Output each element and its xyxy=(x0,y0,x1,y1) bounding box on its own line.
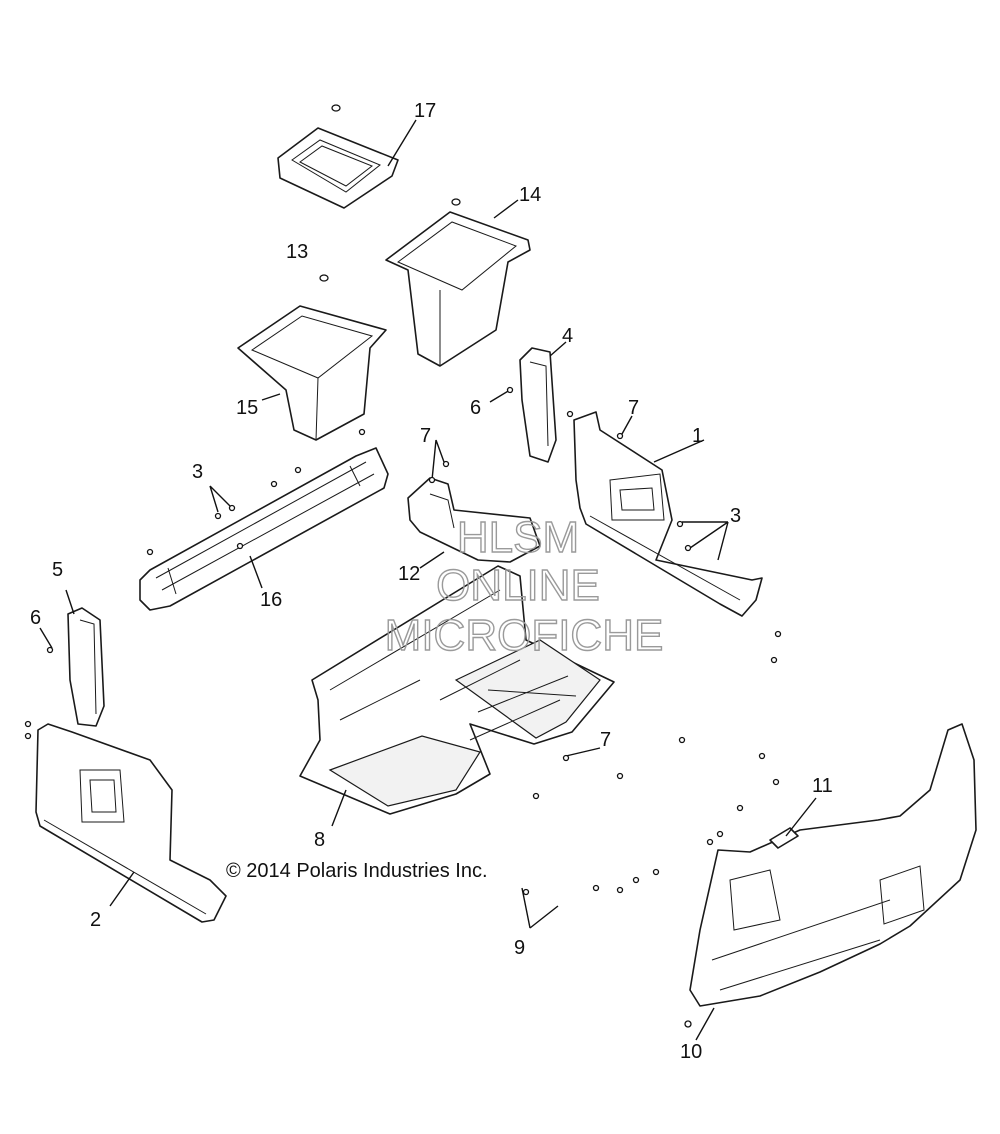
callout-13: 13 xyxy=(286,241,308,263)
part-17-tray-lid xyxy=(277,104,399,209)
part-14-storage-bin xyxy=(385,198,531,367)
callout-15: 15 xyxy=(236,397,258,419)
callout-7-center: 7 xyxy=(420,425,431,447)
callout-14: 14 xyxy=(519,184,541,206)
callout-7-lower: 7 xyxy=(600,729,611,751)
part-12-center-bracket xyxy=(407,477,541,563)
part-4-side-bracket xyxy=(519,347,557,463)
watermark-line-1: HLSM xyxy=(457,513,579,562)
copyright-notice: © 2014 Polaris Industries Inc. xyxy=(226,860,488,882)
callout-17: 17 xyxy=(414,100,436,122)
callout-3-left: 3 xyxy=(192,461,203,483)
watermark: HLSM ONLINE MICROFICHE xyxy=(384,512,664,660)
callout-7-right: 7 xyxy=(628,397,639,419)
part-16-console-rail xyxy=(139,447,389,611)
callout-8: 8 xyxy=(314,829,325,851)
part-10-rear-panel xyxy=(689,723,977,1007)
callouts: 17 14 13 15 4 6 7 1 7 3 3 12 16 5 6 7 11… xyxy=(30,100,833,1063)
part-8-floor-tray xyxy=(299,565,615,815)
callout-10: 10 xyxy=(680,1041,702,1063)
callout-6-left: 6 xyxy=(30,607,41,629)
watermark-line-3: MICROFICHE xyxy=(385,611,664,660)
callout-12: 12 xyxy=(398,563,420,585)
callout-9: 9 xyxy=(514,937,525,959)
watermark-line-2: ONLINE xyxy=(436,561,600,610)
callout-1: 1 xyxy=(692,425,703,447)
part-1-right-side-panel xyxy=(573,411,763,617)
fasteners xyxy=(24,386,782,1028)
callout-16: 16 xyxy=(260,589,282,611)
callout-2: 2 xyxy=(90,909,101,931)
part-5-left-bracket xyxy=(67,607,105,727)
callout-6-upper: 6 xyxy=(470,397,481,419)
callout-5: 5 xyxy=(52,559,63,581)
part-2-left-side-panel xyxy=(35,723,227,923)
leader-lines xyxy=(39,119,817,1041)
part-15-storage-bin xyxy=(237,274,387,441)
part-11-grommet xyxy=(769,827,799,849)
callout-11: 11 xyxy=(812,775,833,797)
callout-4: 4 xyxy=(562,325,573,347)
callout-3-right: 3 xyxy=(730,505,741,527)
